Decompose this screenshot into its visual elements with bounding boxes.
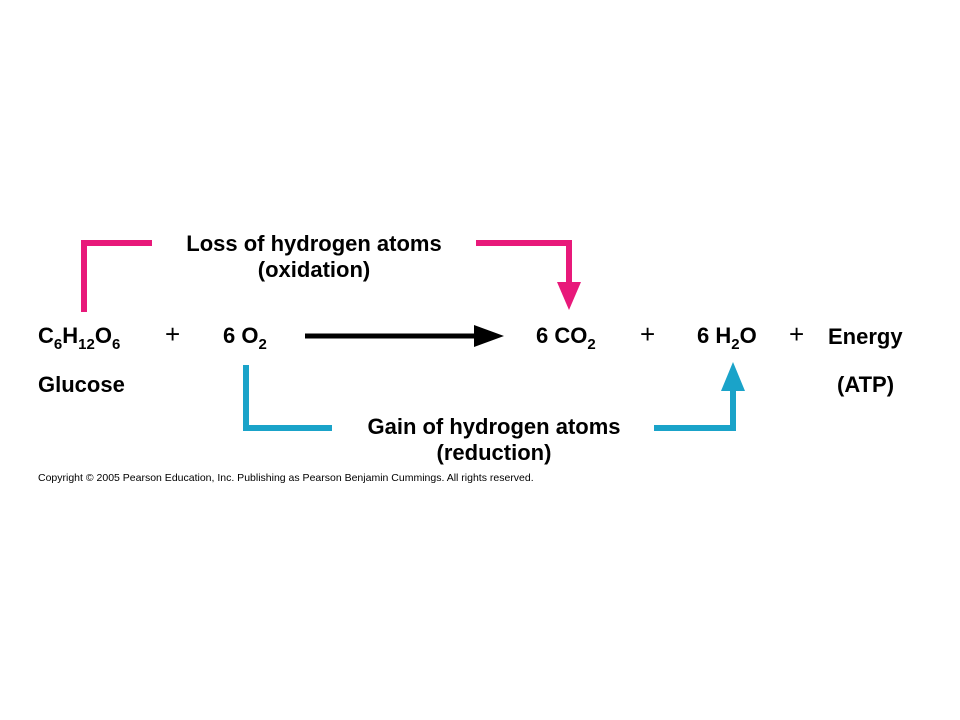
co2-sub: 2 (587, 336, 596, 353)
glucose-h: H (62, 323, 79, 348)
water-rest: O (739, 323, 757, 348)
oxidation-label-line1: Loss of hydrogen atoms (186, 231, 442, 256)
reduction-arrowhead (721, 362, 745, 391)
glucose-caption: Glucose (38, 372, 125, 397)
water-coef: 6 H (697, 323, 732, 348)
plus-sign-3: + (789, 319, 805, 349)
reduction-label-line1: Gain of hydrogen atoms (367, 414, 621, 439)
reduction-bracket-left (243, 365, 332, 431)
glucose-o: O (94, 323, 112, 348)
copyright-notice: Copyright © 2005 Pearson Education, Inc.… (38, 472, 534, 484)
atp-caption: (ATP) (837, 372, 895, 397)
oxygen-sub: 2 (258, 336, 267, 353)
water-formula: 6 H2O (697, 323, 757, 353)
reduction-bracket-right (654, 385, 736, 431)
oxidation-bracket-right (476, 240, 572, 290)
oxidation-arrowhead (557, 282, 581, 310)
plus-sign-2: + (640, 319, 656, 349)
oxidation-label-line2: (oxidation) (257, 257, 371, 282)
reaction-arrow-head (474, 325, 504, 347)
oxygen-formula: 6 O2 (223, 323, 267, 353)
co2-formula: 6 CO2 (536, 323, 596, 353)
water-sub: 2 (731, 336, 740, 353)
glucose-c: C (38, 323, 54, 348)
glucose-formula: C6H12O6 (38, 323, 121, 353)
reduction-label: Gain of hydrogen atoms (reduction) (344, 414, 644, 466)
oxygen-coef: 6 O (223, 323, 259, 348)
plus-sign-1: + (165, 319, 181, 349)
glucose-c-sub: 6 (53, 336, 63, 353)
energy-label: Energy (828, 324, 903, 349)
oxidation-bracket-left (81, 240, 152, 312)
reduction-label-line2: (reduction) (436, 440, 552, 465)
glucose-h-sub: 12 (78, 336, 95, 353)
co2-coef: 6 CO (536, 323, 588, 348)
glucose-o-sub: 6 (111, 336, 121, 353)
oxidation-label: Loss of hydrogen atoms (oxidation) (164, 231, 464, 283)
